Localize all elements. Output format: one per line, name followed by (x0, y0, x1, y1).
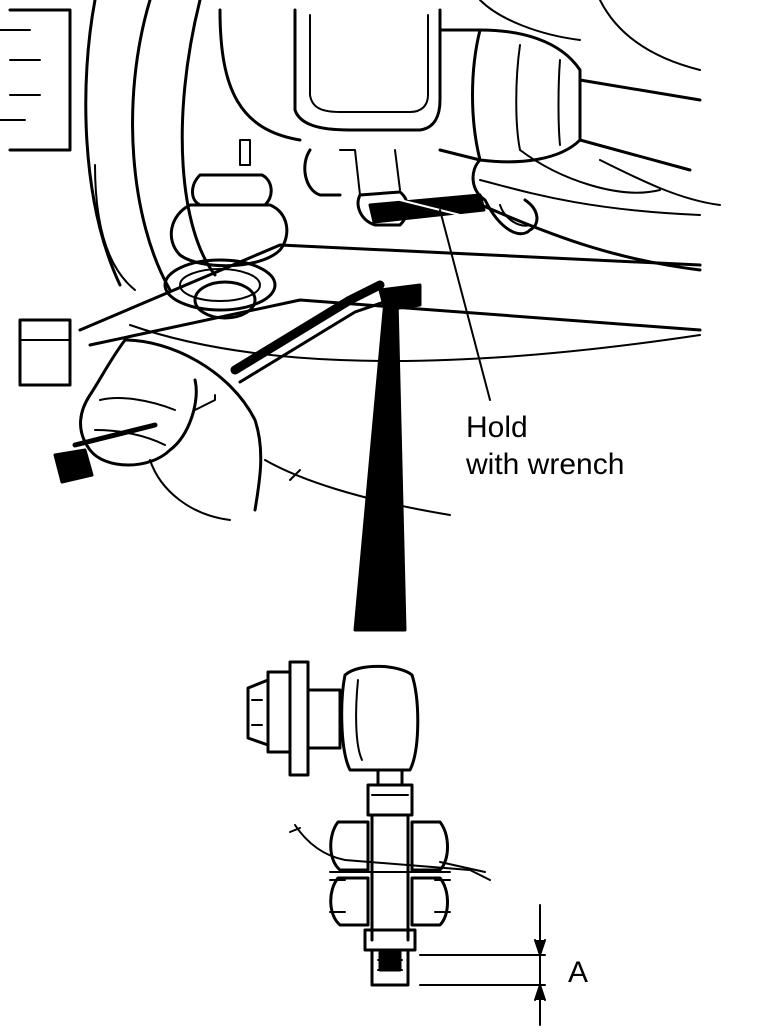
stabilizer-link-detail (246, 660, 546, 1026)
hold-label-line1: Hold (466, 411, 528, 444)
dimension-label-a: A (568, 956, 588, 989)
hold-label-line2: with wrench (465, 448, 624, 481)
upper-assembly-illustration (0, 0, 721, 632)
